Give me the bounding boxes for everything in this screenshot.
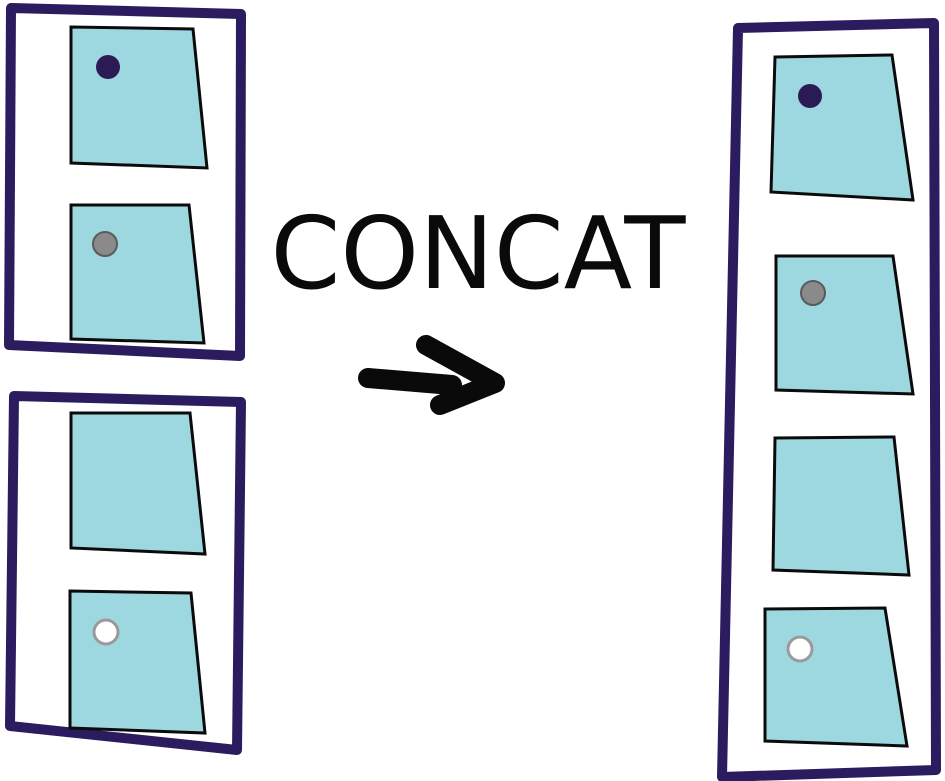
input-batch-2-item-1 <box>69 411 207 556</box>
tensor-card <box>69 25 209 170</box>
input-batch-1-item-2 <box>69 203 206 345</box>
tensor-card <box>774 254 915 396</box>
input-batch-2 <box>5 391 246 755</box>
dark-dot-icon <box>96 55 120 79</box>
gray-dot-icon <box>800 280 826 306</box>
right-arrow-icon <box>358 335 505 415</box>
input-batch-1-item-1 <box>69 25 209 170</box>
concat-label: CONCAT <box>271 195 687 312</box>
output-batch <box>717 18 941 781</box>
output-batch-frame <box>717 18 941 781</box>
tensor-card <box>69 203 206 345</box>
tensor-card <box>769 53 915 202</box>
white-dot-icon <box>786 635 814 663</box>
white-dot-icon <box>92 618 120 646</box>
tensor-card <box>68 589 207 735</box>
output-batch-item-2 <box>774 254 915 396</box>
dark-dot-icon <box>798 84 822 108</box>
output-batch-item-4 <box>763 606 909 748</box>
output-batch-item-1 <box>769 53 915 202</box>
input-batch-2-item-2 <box>68 589 207 735</box>
tensor-card <box>763 606 909 748</box>
input-batch-1 <box>4 3 246 361</box>
output-batch-item-3 <box>771 435 911 577</box>
gray-dot-icon <box>92 231 118 257</box>
tensor-card <box>771 435 911 577</box>
tensor-card <box>69 411 207 556</box>
